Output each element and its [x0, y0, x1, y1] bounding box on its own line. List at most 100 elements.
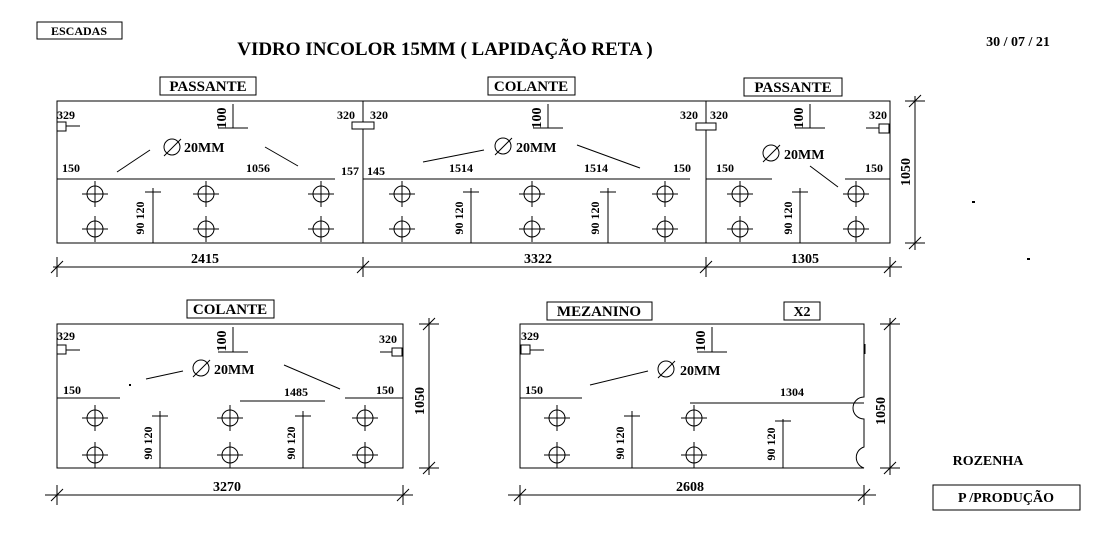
offset-dim: 100 — [215, 331, 230, 352]
hole — [843, 181, 869, 207]
hole — [308, 216, 334, 242]
panel-label-box — [546, 301, 653, 321]
panel-colante-2: COLANTE 329 320 100 20MM 150 150 1485 90… — [45, 299, 439, 505]
offset-dim: 100 — [215, 108, 230, 129]
panel-label-box — [743, 77, 843, 97]
edge-right-dim: 150 — [673, 161, 691, 175]
panel-label-box — [159, 76, 257, 96]
hole-size: 20MM — [516, 141, 556, 156]
vertical-dim: 90 120 — [781, 202, 795, 235]
hole-size: 20MM — [680, 364, 720, 379]
slot-icon — [878, 123, 890, 134]
hole — [82, 442, 108, 468]
hole-size: 20MM — [184, 141, 224, 156]
slot-right-dim: 320 — [379, 332, 397, 346]
slot-left-dim: 329 — [521, 329, 539, 343]
vertical-dim: 90 120 — [133, 202, 147, 235]
hole — [652, 216, 678, 242]
offset-dim: 100 — [694, 331, 709, 352]
panel-passante-2: PASSANTE 320 320 100 20MM 150 150 90 120 — [710, 77, 890, 243]
hole-size: 20MM — [784, 148, 824, 163]
hole — [217, 405, 243, 431]
hole — [82, 181, 108, 207]
quantity-box — [783, 301, 821, 321]
quantity-label: X2 — [793, 305, 810, 320]
panel-mezanino: MEZANINO X2 329 100 20MM 150 1304 90 120… — [508, 301, 900, 505]
hole — [193, 181, 219, 207]
hole-spacing-dim: 1304 — [780, 385, 804, 399]
hole — [681, 405, 707, 431]
top-height-dim: 1050 — [899, 94, 925, 250]
slot-icon — [56, 344, 67, 355]
escadas-tag: ESCADAS — [51, 24, 107, 38]
status-stamp-box — [932, 484, 1081, 511]
slot-right-dim: 320 — [337, 108, 355, 122]
top-glass-outline — [56, 100, 891, 244]
slot-right-dim: 320 — [680, 108, 698, 122]
escadas-tag-box — [36, 21, 123, 40]
vertical-dim: 90 120 — [284, 427, 298, 460]
diameter-icon — [762, 144, 780, 162]
hole-spacing-dim: 1514 — [584, 161, 608, 175]
panel-colante-1: COLANTE 320 320 100 20MM 145 1514 1514 1… — [367, 76, 717, 243]
edge-left-dim: 150 — [63, 383, 81, 397]
drawing-title: VIDRO INCOLOR 15MM ( LAPIDAÇÃO RETA ) — [237, 38, 653, 60]
vertical-dim: 90 120 — [141, 427, 155, 460]
hole-size: 20MM — [214, 363, 254, 378]
diameter-icon — [657, 360, 675, 378]
hole — [544, 442, 570, 468]
panel-label: MEZANINO — [557, 304, 641, 320]
offset-dim: 100 — [530, 108, 545, 129]
hole — [652, 181, 678, 207]
slot-left-dim: 320 — [370, 108, 388, 122]
panel-label: COLANTE — [193, 302, 267, 318]
hole-spacing-dim: 1056 — [246, 161, 270, 175]
hole — [843, 216, 869, 242]
width-dim: 2608 — [676, 480, 704, 495]
height-dim: 1050 — [413, 387, 428, 415]
slot-left-dim: 329 — [57, 329, 75, 343]
vertical-dim: 90 120 — [452, 202, 466, 235]
offset-dim: 100 — [792, 108, 807, 129]
edge-left-dim: 150 — [525, 383, 543, 397]
hole — [308, 181, 334, 207]
panel-label: PASSANTE — [754, 80, 831, 96]
panel-label-box — [186, 299, 275, 319]
panel-label: COLANTE — [494, 79, 568, 95]
diameter-icon — [192, 359, 210, 377]
edge-right-dim: 150 — [376, 383, 394, 397]
hole — [193, 216, 219, 242]
glass-outline — [519, 323, 865, 469]
diameter-icon — [163, 138, 181, 156]
slot-left-dim: 329 — [57, 108, 75, 122]
hole — [82, 216, 108, 242]
speck — [129, 384, 131, 386]
edge-left-dim: 150 — [716, 161, 734, 175]
slot-right-dim: 320 — [869, 108, 887, 122]
hole — [217, 442, 243, 468]
slot-icon — [351, 121, 375, 130]
slot-icon — [520, 344, 531, 355]
vertical-dim: 90 120 — [764, 428, 778, 461]
hole — [519, 181, 545, 207]
panel-passante-1: PASSANTE 329 320 100 20MM 150 1056 157 9… — [56, 76, 375, 243]
vertical-dim: 90 120 — [588, 202, 602, 235]
panel-label: PASSANTE — [169, 79, 246, 95]
hole — [519, 216, 545, 242]
width-dim: 3270 — [213, 480, 241, 495]
hole — [681, 442, 707, 468]
hole — [82, 405, 108, 431]
hole — [544, 405, 570, 431]
hole-spacing-dim: 1485 — [284, 385, 308, 399]
edge-left-dim: 150 — [62, 161, 80, 175]
slot-icon — [391, 347, 403, 357]
speck — [1027, 258, 1030, 260]
hole — [352, 405, 378, 431]
edge-right-dim: 157 — [341, 164, 359, 178]
speck — [972, 201, 975, 203]
width-dim: 2415 — [191, 252, 219, 267]
hole — [727, 216, 753, 242]
hole — [727, 181, 753, 207]
slot-left-dim: 320 — [710, 108, 728, 122]
